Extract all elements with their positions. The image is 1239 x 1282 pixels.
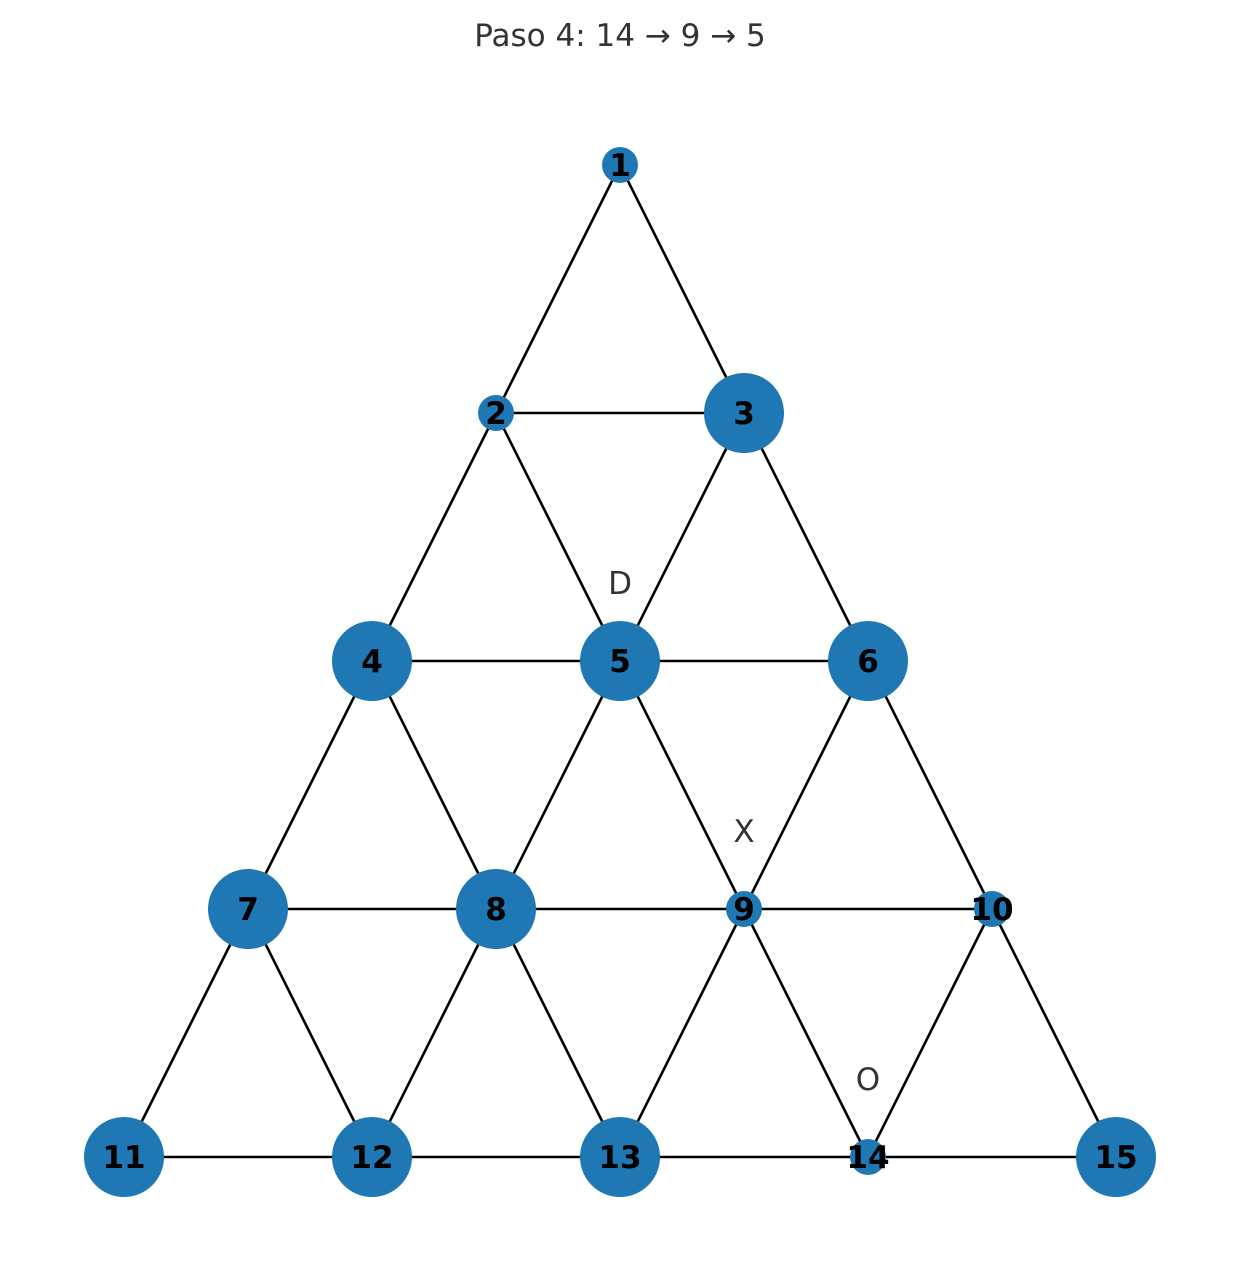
edge-4-7 [246, 660, 374, 910]
peg-11[interactable] [84, 1117, 164, 1197]
empty-hole-10[interactable] [974, 891, 1010, 927]
node-label-1: 1 [609, 148, 631, 184]
empty-hole-9[interactable] [726, 891, 762, 927]
node-label-8: 8 [485, 892, 507, 928]
edge-8-13 [494, 908, 622, 1158]
peg-8[interactable] [456, 869, 536, 949]
peg-13[interactable] [580, 1117, 660, 1197]
hole-5[interactable]: 5 [580, 621, 660, 701]
peg-6[interactable] [828, 621, 908, 701]
node-label-6: 6 [857, 644, 879, 680]
empty-hole-1[interactable] [602, 147, 638, 183]
node-label-9: 9 [733, 892, 755, 928]
edge-10-14 [866, 908, 994, 1158]
node-label-10: 10 [970, 892, 1013, 928]
peg-7[interactable] [208, 869, 288, 949]
edge-9-13 [618, 908, 746, 1158]
peg-4[interactable] [332, 621, 412, 701]
node-label-13: 13 [598, 1140, 641, 1176]
edge-4-8 [370, 660, 498, 910]
hole-3[interactable]: 3 [704, 373, 784, 453]
edge-1-2 [494, 164, 622, 414]
edge-8-12 [370, 908, 498, 1158]
hole-6[interactable]: 6 [828, 621, 908, 701]
hole-14[interactable]: 14 [846, 1139, 890, 1176]
node-label-5: 5 [609, 644, 631, 680]
move-marker-d: D [608, 566, 632, 602]
empty-hole-2[interactable] [478, 395, 514, 431]
edges-layer [122, 164, 1118, 1159]
node-label-4: 4 [361, 644, 383, 680]
edge-1-3 [618, 164, 746, 414]
node-label-14: 14 [846, 1140, 889, 1176]
edge-6-10 [866, 660, 994, 910]
hole-2[interactable]: 2 [478, 395, 514, 432]
edge-5-8 [494, 660, 622, 910]
peg-3[interactable] [704, 373, 784, 453]
node-label-7: 7 [237, 892, 259, 928]
peg-12[interactable] [332, 1117, 412, 1197]
hole-1[interactable]: 1 [602, 147, 638, 184]
hole-10[interactable]: 10 [970, 891, 1014, 928]
empty-hole-14[interactable] [850, 1139, 886, 1175]
edge-7-12 [246, 908, 374, 1158]
edge-3-5 [618, 412, 746, 662]
hole-12[interactable]: 12 [332, 1117, 412, 1197]
diagram-title: Paso 4: 14 → 9 → 5 [474, 18, 766, 54]
hole-8[interactable]: 8 [456, 869, 536, 949]
edge-3-6 [742, 412, 870, 662]
edge-7-11 [122, 908, 250, 1158]
peg-15[interactable] [1076, 1117, 1156, 1197]
markers-layer: D X O [608, 566, 880, 1098]
edge-5-9 [618, 660, 746, 910]
hole-4[interactable]: 4 [332, 621, 412, 701]
node-label-11: 11 [102, 1140, 145, 1176]
hole-9[interactable]: 9 [726, 891, 762, 928]
move-marker-x: X [733, 814, 754, 850]
hole-11[interactable]: 11 [84, 1117, 164, 1197]
edge-2-5 [494, 412, 622, 662]
hole-13[interactable]: 13 [580, 1117, 660, 1197]
node-label-3: 3 [733, 396, 755, 432]
node-label-15: 15 [1094, 1140, 1137, 1176]
move-marker-o: O [856, 1062, 880, 1098]
peg-5[interactable] [580, 621, 660, 701]
node-label-12: 12 [350, 1140, 393, 1176]
hole-7[interactable]: 7 [208, 869, 288, 949]
hole-15[interactable]: 15 [1076, 1117, 1156, 1197]
node-label-2: 2 [485, 396, 507, 432]
edge-6-9 [742, 660, 870, 910]
edge-9-14 [742, 908, 870, 1158]
edge-10-15 [990, 908, 1118, 1158]
edge-2-4 [370, 412, 498, 662]
